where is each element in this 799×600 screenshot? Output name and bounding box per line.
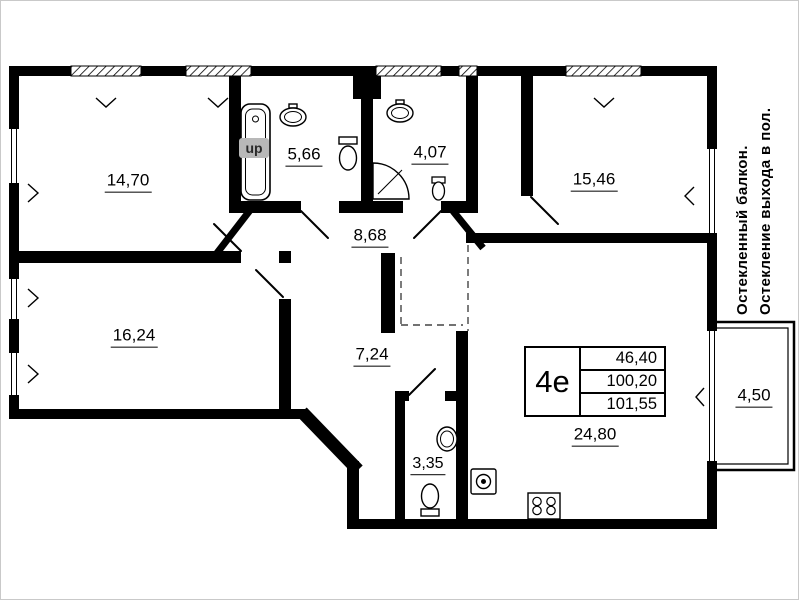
stove-icon [527, 492, 561, 520]
balcony-glazed-door [707, 331, 717, 461]
outer-wall-diagonal [297, 407, 363, 475]
apartment-areas: 46,40 100,20 101,55 [581, 348, 664, 415]
area-label-room-top-right: 15,46 [570, 170, 618, 192]
washing-machine-icon [470, 468, 497, 495]
windows-top [70, 65, 642, 77]
living-area-value: 46,40 [581, 348, 664, 371]
area-label-hallway: 8,68 [351, 226, 389, 248]
area-label-bathroom: 5,66 [285, 145, 323, 167]
sink-icon [436, 426, 458, 452]
dashed-openings [400, 245, 469, 331]
area-label-wc-top: 4,07 [411, 143, 449, 165]
area-label-kitchen-living: 24,80 [571, 425, 619, 447]
chamfer-walls [214, 206, 486, 256]
shower-icon [372, 162, 410, 200]
window [458, 65, 478, 77]
area-label-corridor: 7,24 [353, 345, 391, 367]
area-label-wc-bottom: 3,35 [410, 455, 446, 475]
window [185, 65, 252, 77]
note-glazing-floor: Остекление выхода в пол. [757, 107, 774, 315]
sink-icon [386, 99, 414, 123]
apartment-type: 4е [526, 348, 581, 415]
balcony-outline [717, 320, 796, 472]
area-value: 100,20 [581, 371, 664, 394]
area-label-room-top-left: 14,70 [104, 171, 152, 193]
interior-walls [19, 66, 707, 519]
area-label-balcony: 4,50 [735, 386, 773, 408]
window [70, 65, 142, 77]
bidet-icon [431, 176, 446, 201]
window [375, 65, 442, 77]
toilet-icon [338, 136, 358, 171]
window [565, 65, 642, 77]
door-leaves [213, 196, 559, 396]
apartment-info-box: 4е 46,40 100,20 101,55 [524, 346, 666, 417]
sink-icon [279, 103, 307, 127]
total-area-value: 101,55 [606, 395, 657, 413]
window-chevrons [27, 97, 705, 407]
watermark-label: up [239, 138, 269, 158]
area-label-room-left: 16,24 [110, 326, 158, 348]
toilet-icon [420, 483, 440, 517]
note-glazed-balcony: Остекленный балкон. [734, 145, 751, 315]
windows-side [9, 129, 717, 461]
